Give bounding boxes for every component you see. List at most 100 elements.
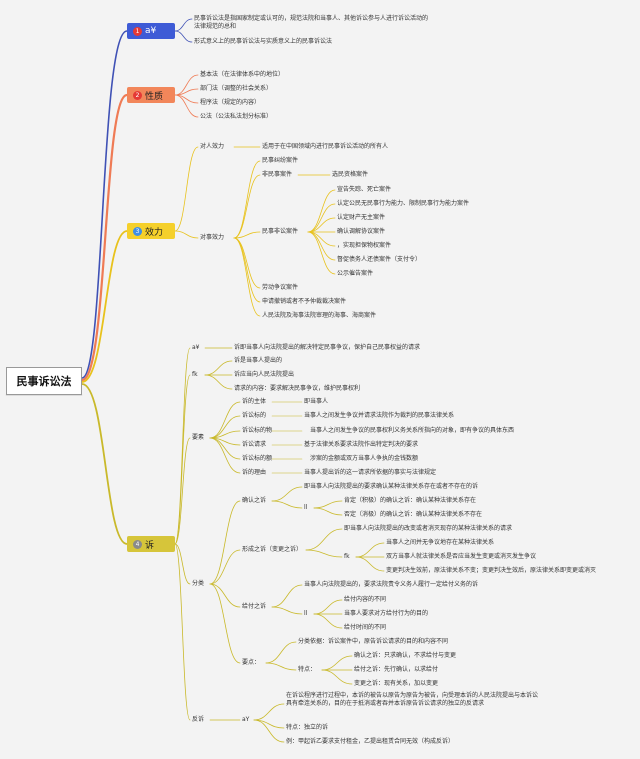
nonlitigation-item: 公示催告案件 (337, 270, 374, 277)
confirm-item: 肯定（积极）的确认之诉：确认某种法律关系存在 (344, 497, 477, 504)
effect-matter: 对事效力 (200, 234, 225, 241)
key-points: 要点： (242, 659, 261, 666)
nonlitigation-item: 宣告失踪、死亡案件 (337, 186, 392, 193)
sub-branch (321, 669, 353, 685)
claim-def-text: 诉即当事人向法院提出的解决特定民事争议，保护自己民事权益的请求 (234, 344, 421, 351)
root-topic[interactable]: 民事诉讼法 (6, 367, 82, 395)
element-value: 基于法律关系要求法院作出特定判决的要求 (304, 441, 419, 448)
formation-def: 即当事人向法院提出的改变或者消灭现存的某种法律关系的请求 (344, 525, 513, 532)
sub-branch (355, 556, 385, 572)
formation-fk: fk (344, 553, 350, 560)
counterclaim-item: 特点：独立的诉 (286, 724, 329, 731)
classification-basis: 分类依据：诉讼案件中，原告诉讼请求的目的和内容不同 (298, 638, 449, 645)
formation-item: 当事人之间并无争议地存在某种法律关系 (386, 539, 495, 546)
payment-item: 给付内容的不同 (344, 596, 387, 603)
number-badge: 3 (133, 226, 142, 236)
sub-branch (271, 584, 303, 608)
element-key: 诉讼标的额 (242, 455, 273, 462)
nonlitigation-item: ，实现担保物权案件 (337, 242, 392, 249)
sub-branch (321, 655, 353, 671)
sub-branch (174, 74, 199, 96)
sub-branch (233, 237, 261, 289)
topic-definition[interactable]: 1 a¥ (127, 23, 175, 39)
sub-branch (307, 231, 336, 247)
element-value: 当事人之间发生争议的民事权利义务关系所指向的对象，即有争议的具体东西 (310, 427, 515, 434)
branch-line (81, 30, 128, 379)
element-value: 即当事人 (304, 398, 329, 405)
topic-claim[interactable]: 4 诉 (127, 536, 175, 552)
element-key: 诉讼标的物 (242, 427, 273, 434)
sub-branch (174, 437, 191, 545)
sub-branch (174, 374, 191, 545)
confirm-item: 否定（消极）的确认之诉：确认某种法律关系不存在 (344, 511, 483, 518)
matter-item: 申请撤销或者不予仲裁裁决案件 (262, 298, 347, 305)
sub-branch (233, 237, 261, 317)
element-value: 当事人提出诉的这一请求所依据的事实与法律规定 (304, 469, 437, 476)
payment-item: 当事人要求对方给付行为的目的 (344, 610, 429, 617)
nature-item: 公法（公法私法划分标准） (200, 113, 273, 120)
sub-branch (209, 500, 241, 585)
topic-effect[interactable]: 3 效力 (127, 223, 175, 239)
sub-branch (305, 528, 343, 551)
sub-branch (174, 543, 191, 585)
payment-def: 当事人向法院提出的，要求法院责令义务人履行一定给付义务的诉 (304, 581, 479, 588)
sub-branch (355, 542, 385, 558)
number-badge: 2 (133, 90, 142, 100)
topic-label: 诉 (145, 540, 155, 551)
element-key: 诉的理由 (242, 469, 267, 476)
topic-label: 效力 (145, 227, 164, 238)
key-features: 特点： (298, 666, 317, 673)
element-key: 诉讼标的 (242, 412, 267, 419)
payment-item: 给付时间的不同 (344, 624, 387, 631)
confirm-ii: ll (304, 504, 308, 511)
feature-item: 变更之诉：现有关系，加以变更 (354, 680, 439, 687)
payment-ii: ll (304, 610, 308, 617)
counterclaim-item: 例：甲起诉乙要求支付租金，乙提出租赁合同无效（构成反诉） (286, 738, 455, 745)
sub-branch (313, 599, 343, 615)
sub-branch (174, 146, 199, 232)
sub-branch (174, 230, 199, 239)
matter-item: 民事纠纷案件 (262, 157, 299, 164)
nature-item: 程序法（规定的内容） (200, 99, 261, 106)
counterclaim-key: 反诉 (192, 716, 205, 723)
topic-nature[interactable]: 2 性质 (127, 87, 175, 103)
matter-item: 非民事案件 (262, 171, 293, 178)
sub-branch (209, 583, 241, 664)
confirm-claim: 确认之诉 (242, 497, 267, 504)
matter-item: 人民法院及海事法院审理的海事、海商案件 (262, 312, 377, 319)
sub-branch (204, 374, 233, 390)
number-badge: 4 (133, 539, 142, 549)
sub-branch (313, 500, 343, 509)
payment-claim: 给付之诉 (242, 603, 267, 610)
sub-branch (233, 231, 261, 239)
root-label: 民事诉讼法 (16, 375, 72, 388)
topic-label: a¥ (145, 26, 157, 36)
sub-branch (209, 549, 241, 585)
sub-branch (233, 160, 261, 239)
matter-item: 民事非讼案件 (262, 228, 299, 235)
claim-features-key: fk (192, 371, 198, 378)
effect-person-detail: 适用于在中国领域内进行民事诉讼活动的所有人 (262, 143, 389, 150)
nonlitigation-item: 认定公民无民事行为能力、限制民事行为能力案件 (337, 200, 470, 207)
nonlitigation-item: 确认调解协议案件 (337, 228, 386, 235)
branch-line (81, 383, 128, 545)
counterclaim-ay: aY (242, 716, 250, 723)
sub-branch (209, 415, 241, 439)
claim-feature: 诉是当事人提出的 (234, 357, 283, 364)
sub-branch (271, 500, 303, 509)
nature-item: 基本法（在法律体系中的地位） (200, 71, 285, 78)
sub-branch (313, 507, 343, 516)
formation-claim: 形成之诉（变更之诉） (242, 546, 303, 553)
sub-branch (307, 231, 336, 275)
matter-item: 劳动争议案件 (262, 284, 299, 291)
sub-branch (233, 237, 261, 303)
nonlitigation-item: 认定财产无主案件 (337, 214, 386, 221)
definition-text: 民事诉讼法是指国家制定或认可的，规范法院和当事人、其他诉讼参与人进行诉讼活动的法… (194, 15, 429, 30)
nonlitigation-item: 督促债务人还债案件（支付令） (337, 256, 422, 263)
sub-branch (271, 486, 303, 502)
sub-branch (253, 719, 285, 743)
effect-person: 对人效力 (200, 143, 225, 150)
sub-branch (209, 401, 241, 439)
counterclaim-def: 在诉讼程序进行过程中，本诉的被告以原告为原告为被告，向受理本诉的人民法院提出与本… (286, 692, 539, 707)
